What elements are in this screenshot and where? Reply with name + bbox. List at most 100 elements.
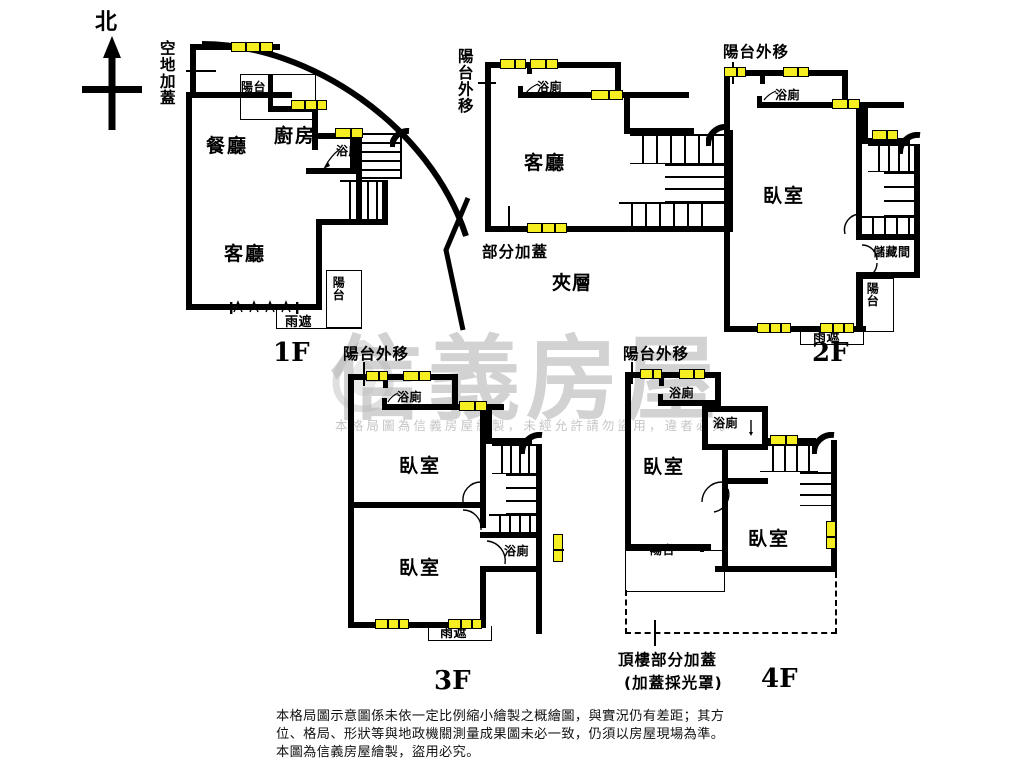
wall bbox=[268, 74, 273, 112]
window bbox=[770, 435, 798, 445]
annotation-skylight: (加蓋採光罩) bbox=[624, 674, 723, 692]
annotation-rain-cover: 雨遮 bbox=[285, 315, 313, 330]
wall bbox=[312, 133, 356, 139]
wall bbox=[452, 374, 458, 410]
staircase bbox=[868, 144, 918, 172]
window bbox=[530, 59, 558, 69]
staircase bbox=[884, 172, 918, 216]
annotation-rain-cover: 雨遮 bbox=[813, 330, 841, 345]
north-arrow-icon bbox=[82, 36, 142, 130]
window bbox=[459, 401, 487, 411]
wall bbox=[715, 566, 837, 572]
disclaimer: 本格局圖示意圖係未依一定比例縮小繪製之概繪圖，與實況仍有差距；其方 位、格局、形… bbox=[276, 708, 876, 763]
door-swing-icon bbox=[843, 212, 863, 238]
wall bbox=[914, 144, 920, 234]
room-label-bath: 浴廁 bbox=[775, 88, 801, 102]
window bbox=[448, 619, 482, 629]
door-swing-icon bbox=[700, 480, 724, 504]
room-label-bath: 浴廁 bbox=[336, 144, 362, 158]
disclaimer-line-1: 本格局圖示意圖係未依一定比例縮小繪製之概繪圖，與實況仍有差距；其方 bbox=[276, 709, 725, 724]
wall bbox=[702, 406, 768, 412]
leader-line bbox=[387, 392, 399, 403]
floor-label-mezzanine: 夾層 bbox=[552, 272, 593, 294]
wall bbox=[383, 374, 388, 388]
wall bbox=[312, 106, 318, 150]
wall-hatching bbox=[230, 300, 299, 314]
rain-cover-outline bbox=[276, 310, 362, 329]
annotation-balcony-relocated: 陽台外移 bbox=[455, 48, 474, 114]
room-label-bedroom: 臥室 bbox=[748, 528, 791, 550]
window bbox=[820, 323, 854, 333]
wall bbox=[856, 108, 862, 238]
wall bbox=[625, 372, 721, 378]
staircase bbox=[800, 472, 832, 506]
window bbox=[527, 223, 567, 233]
wall bbox=[831, 440, 837, 572]
room-label-living: 客廳 bbox=[524, 152, 567, 174]
wall bbox=[658, 394, 663, 406]
window bbox=[679, 369, 705, 379]
window bbox=[553, 534, 564, 562]
leader-line bbox=[508, 206, 510, 232]
floor-label-4f: 4F bbox=[761, 664, 798, 694]
room-label-bath: 浴廁 bbox=[713, 416, 739, 430]
wall bbox=[625, 544, 711, 550]
leader-line bbox=[186, 70, 216, 72]
annotation-partial-addition: 部分加蓋 bbox=[482, 243, 549, 261]
staircase bbox=[619, 202, 724, 228]
window bbox=[826, 521, 837, 549]
floor-label-3f: 3F bbox=[434, 666, 471, 696]
wall bbox=[356, 133, 362, 225]
wall bbox=[727, 130, 733, 232]
disclaimer-line-2: 位、格局、形狀等與地政機關測量成果圖未必一致，仍須以房屋現場為準。 bbox=[276, 727, 725, 743]
wall bbox=[658, 400, 721, 406]
leader-line bbox=[763, 90, 777, 101]
room-label-bath: 浴廁 bbox=[397, 390, 423, 404]
staircase bbox=[356, 133, 402, 179]
wall bbox=[536, 444, 542, 634]
wall bbox=[760, 70, 765, 84]
door-swing-icon bbox=[461, 508, 483, 534]
wall bbox=[480, 410, 486, 528]
wall bbox=[486, 438, 532, 444]
wall bbox=[480, 572, 486, 628]
staircase bbox=[492, 444, 536, 474]
balcony-outline bbox=[862, 278, 894, 332]
window bbox=[757, 323, 791, 333]
wall bbox=[702, 444, 768, 450]
wall bbox=[382, 398, 387, 410]
rooftop-dashed-outline bbox=[625, 632, 837, 634]
leader-line bbox=[323, 148, 341, 169]
room-label-kitchen: 廚房 bbox=[274, 125, 317, 147]
wall bbox=[762, 406, 768, 444]
room-label-dining: 餐廳 bbox=[206, 135, 249, 157]
balcony-outline bbox=[240, 74, 316, 120]
wall bbox=[527, 62, 532, 74]
door-swing-icon bbox=[461, 480, 483, 506]
room-label-bath: 浴廁 bbox=[669, 386, 695, 400]
annotation-rooftop-addition: 頂樓部分加蓋 bbox=[618, 651, 718, 669]
annotation-balcony-relocated: 陽台外移 bbox=[723, 43, 790, 61]
wall bbox=[624, 98, 630, 132]
staircase bbox=[340, 180, 386, 222]
wall bbox=[856, 234, 920, 240]
wall bbox=[382, 404, 458, 410]
wall bbox=[856, 272, 920, 278]
wall bbox=[485, 62, 491, 232]
balcony-outline bbox=[326, 270, 362, 328]
room-label-balcony: 陽台 bbox=[331, 276, 346, 301]
window bbox=[366, 371, 388, 381]
window bbox=[591, 90, 623, 100]
wall bbox=[715, 372, 721, 406]
wall bbox=[842, 102, 904, 108]
wall bbox=[722, 450, 728, 572]
room-label-bedroom: 臥室 bbox=[399, 557, 442, 579]
room-label-storage: 儲藏間 bbox=[873, 245, 911, 259]
wall bbox=[518, 86, 523, 98]
window bbox=[500, 59, 526, 69]
window bbox=[872, 130, 898, 140]
door-swing-icon bbox=[743, 418, 759, 436]
wall-corner-round bbox=[898, 132, 921, 155]
window bbox=[291, 100, 327, 110]
